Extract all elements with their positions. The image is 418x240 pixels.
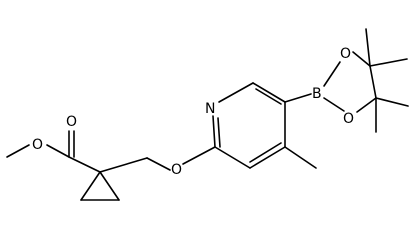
- bond-ring-c4-c3-double: [249, 142, 282, 163]
- atom-b-boron: B: [312, 86, 322, 102]
- bond-b-o-top: [323, 61, 341, 87]
- atom-o-methyl-ester: O: [32, 137, 43, 153]
- bond-ring-c6-c5: [252, 82, 286, 103]
- bond-cyclopropyl-ch2: [99, 157, 148, 173]
- bond-ring-n-c6: [218, 82, 254, 103]
- bond-methyl-o: [6, 144, 30, 158]
- bond-ring-c4-c3: [249, 146, 286, 169]
- bond-o-pyridine: [182, 146, 216, 165]
- bond-c-o-bottom: [356, 97, 377, 113]
- atom-labels: O O O N B O O: [32, 46, 354, 178]
- chemical-structure-diagram: O O O N B O O: [6, 28, 409, 201]
- bond-ch2-o: [146, 157, 171, 171]
- bond-o-ester-carbon: [46, 144, 70, 158]
- bond-cyclopropyl-3: [99, 171, 120, 201]
- bond-methyl-b: [369, 58, 408, 67]
- bond-ring-methyl: [284, 146, 317, 169]
- atom-o-ether: O: [171, 162, 182, 178]
- atom-o-boronate-top: O: [340, 46, 351, 62]
- bond-b-o-bottom: [323, 97, 345, 112]
- atom-o-carbonyl: O: [66, 114, 77, 130]
- bond-ring-b: [284, 93, 312, 103]
- bond-methyl-c: [375, 97, 409, 107]
- bond-ring-c3-c2: [214, 146, 251, 169]
- bond-ring-c6-c5-double: [255, 88, 282, 105]
- bond-methyl-a: [365, 28, 371, 67]
- atom-o-boronate-bottom: O: [343, 111, 354, 127]
- molecule-drawing: O O O N B O O: [6, 28, 409, 201]
- bond-ring-c2-n-double: [217, 117, 221, 148]
- bond-pinacol-cc: [369, 65, 377, 99]
- atom-n-pyridine: N: [205, 101, 215, 117]
- bond-o-top-c: [352, 51, 371, 67]
- bond-ring-c2-n: [212, 115, 216, 148]
- bond-lines: [6, 28, 409, 201]
- bond-ester-to-cyclopropyl: [68, 156, 101, 173]
- bond-cyclopropyl-1: [80, 171, 101, 201]
